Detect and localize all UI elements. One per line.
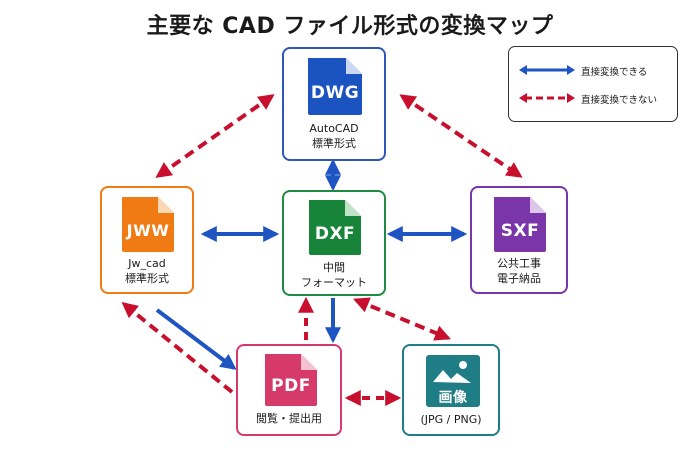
node-image: 画像 (JPG / PNG) (402, 344, 500, 436)
jww-caption-line2: 標準形式 (125, 272, 169, 285)
arrow-jww-pdf (155, 308, 237, 370)
dxf-ext-label: DXF (314, 224, 356, 244)
legend-direct-label: 直接変換できる (581, 67, 648, 78)
node-dxf: DXF 中間 フォーマット (282, 190, 386, 296)
node-sxf: SXF 公共工事 電子納品 (470, 186, 568, 294)
jww-ext-label: JWW (126, 221, 170, 240)
pdf-caption-line1: 閲覧・提出用 (256, 412, 322, 425)
page-title: 主要な CAD ファイル形式の変換マップ (146, 14, 554, 39)
legend-dashed-arrow-icon (519, 93, 575, 103)
legend-solid-arrow-icon (519, 65, 575, 75)
jww-file-icon: JWW (118, 194, 178, 254)
dwg-file-icon: DWG (304, 55, 366, 117)
node-pdf: PDF 閲覧・提出用 (236, 344, 342, 436)
pdf-file-icon: PDF (261, 352, 321, 408)
image-label: 画像 (438, 390, 468, 406)
dwg-caption-line2: 標準形式 (312, 137, 356, 150)
image-file-icon: 画像 (423, 352, 483, 410)
arrow-pdf-jww (121, 301, 234, 394)
sxf-caption-line1: 公共工事 (497, 257, 541, 270)
dwg-caption-line1: AutoCAD (309, 122, 359, 135)
arrow-dxf-image (353, 297, 451, 341)
legend-indirect-label: 直接変換できない (581, 95, 658, 106)
legend: 直接変換できる 直接変換できない (508, 46, 678, 122)
dxf-file-icon: DXF (305, 197, 365, 257)
jww-caption-line1: Jw_cad (128, 257, 166, 270)
image-caption-line1: (JPG / PNG) (420, 413, 482, 426)
sxf-file-icon: SXF (490, 194, 550, 254)
legend-row-indirect: 直接変換できない (519, 89, 669, 109)
sxf-ext-label: SXF (500, 221, 540, 241)
dxf-caption-line2: フォーマット (301, 276, 367, 289)
dwg-ext-label: DWG (310, 83, 360, 103)
node-jww: JWW Jw_cad 標準形式 (100, 186, 194, 294)
arrow-dwg-jww (155, 94, 275, 178)
node-dwg: DWG AutoCAD 標準形式 (282, 47, 386, 161)
arrow-dwg-sxf (399, 94, 523, 178)
dxf-caption-line1: 中間 (323, 261, 345, 274)
sxf-caption-line2: 電子納品 (497, 272, 541, 285)
legend-row-direct: 直接変換できる (519, 61, 669, 81)
pdf-ext-label: PDF (271, 376, 311, 396)
